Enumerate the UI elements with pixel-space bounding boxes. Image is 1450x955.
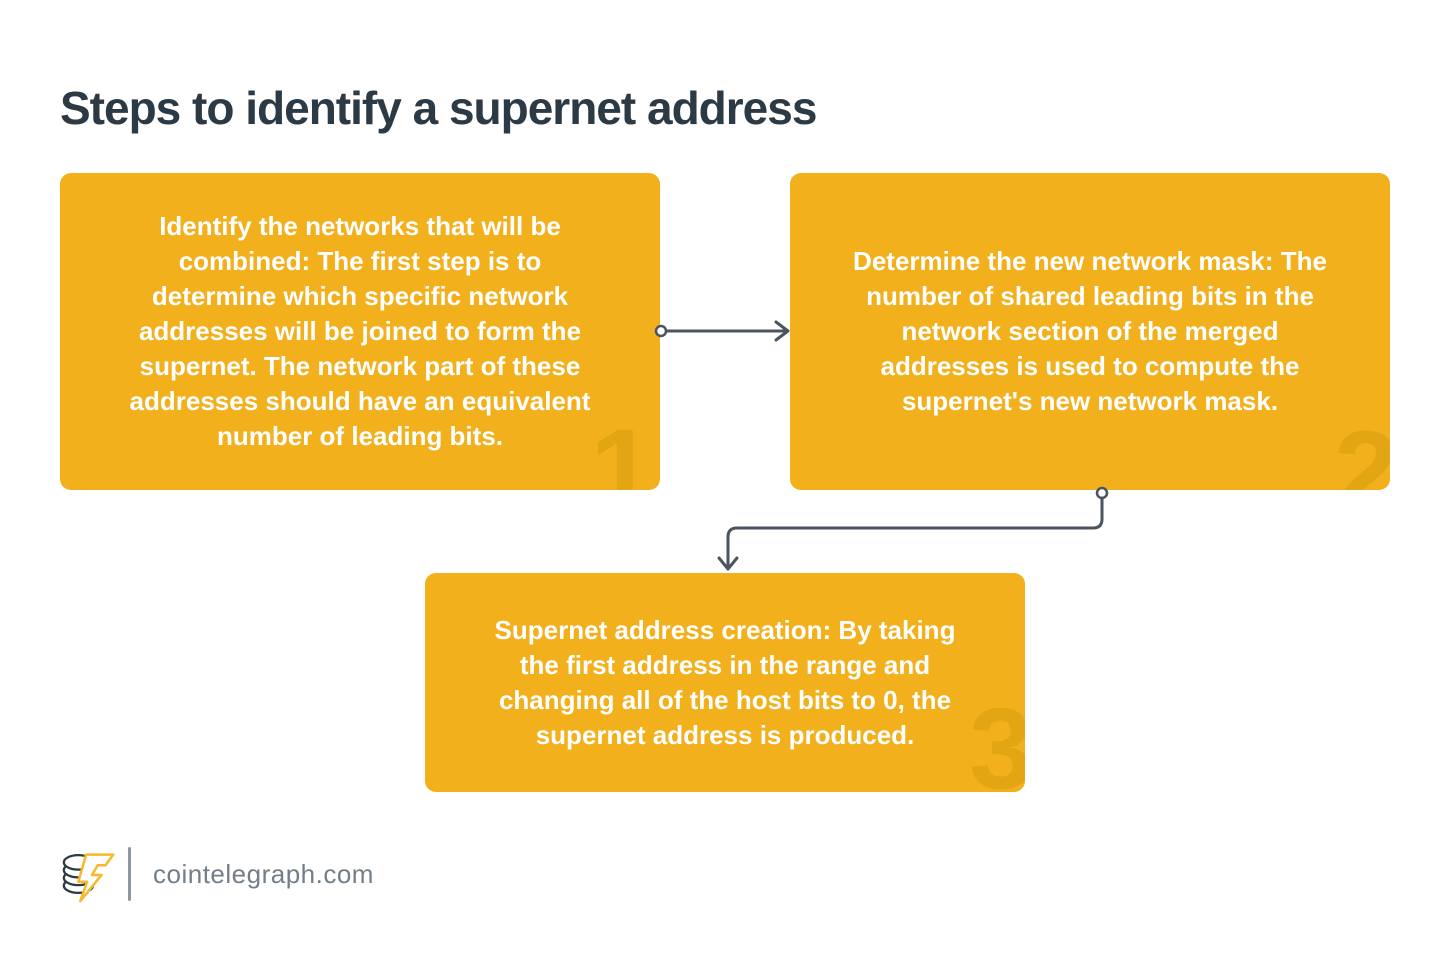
page-title: Steps to identify a supernet address [60,81,817,134]
step-1-text: Identify the networks that will be combi… [129,211,591,451]
arrow-step2-to-step3-icon [717,486,1109,571]
step-box-2: Determine the new network mask: The numb… [790,173,1390,490]
cointelegraph-logo-icon [62,853,115,903]
step-2-number-watermark: 2 [1334,408,1390,491]
step-2-text: Determine the new network mask: The numb… [853,246,1327,416]
step-box-1: Identify the networks that will be combi… [60,173,660,490]
arrow-step1-to-step2-icon [654,320,790,342]
step-3-text: Supernet address creation: By taking the… [494,614,956,750]
step-box-3: Supernet address creation: By taking the… [425,573,1025,792]
footer-site-label: cointelegraph.com [153,858,374,889]
footer: cointelegraph.com [58,843,374,905]
footer-divider [128,847,131,901]
